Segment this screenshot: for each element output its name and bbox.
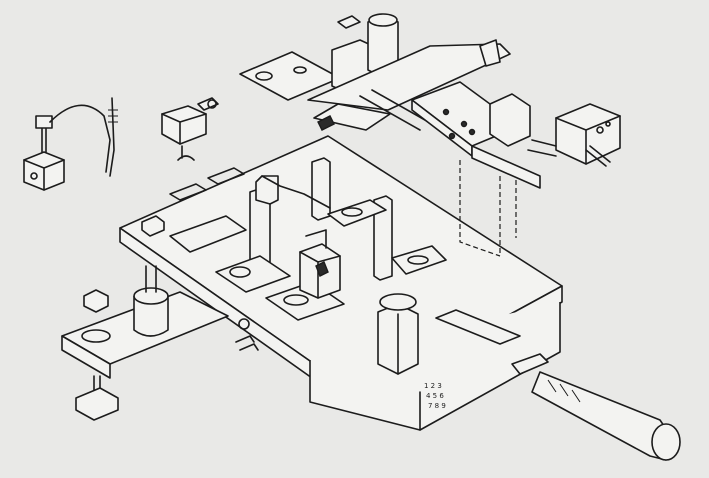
cylinder-block [377, 293, 419, 375]
panel-label-3: 7 8 9 [428, 402, 446, 410]
rail-slide [411, 81, 541, 257]
central-clamp [299, 229, 341, 299]
control-box [527, 103, 621, 167]
slotted-clamp-bars [169, 199, 447, 321]
lever-handle [435, 309, 681, 461]
swing-arm [61, 265, 229, 421]
upper-carriage [239, 13, 511, 131]
base-plate: 1 2 3 4 5 6 7 8 9 [119, 135, 563, 431]
magnetic-base-indicator [23, 97, 118, 191]
panel-label-1: 1 2 3 [424, 382, 442, 390]
panel-label-2: 4 5 6 [426, 392, 444, 400]
small-parts [235, 318, 259, 351]
solenoid-block [161, 97, 219, 161]
